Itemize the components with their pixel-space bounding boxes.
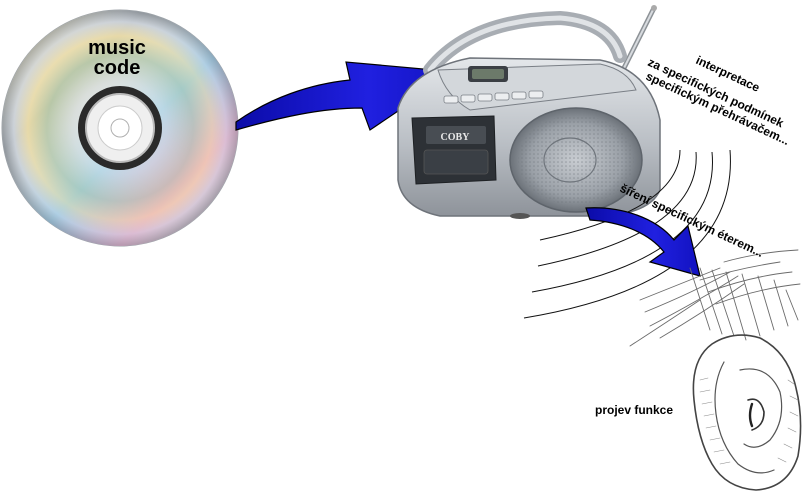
annotation-player: specifickým přehrávačem... <box>644 69 792 148</box>
ear-illustration <box>630 250 801 490</box>
player-brand: COBY <box>441 132 471 143</box>
music-disc: music code <box>2 10 238 246</box>
disc-label-line1: music <box>88 37 146 59</box>
disc-label-line2: code <box>94 57 141 79</box>
ear-caption: projev funkce <box>595 403 673 417</box>
